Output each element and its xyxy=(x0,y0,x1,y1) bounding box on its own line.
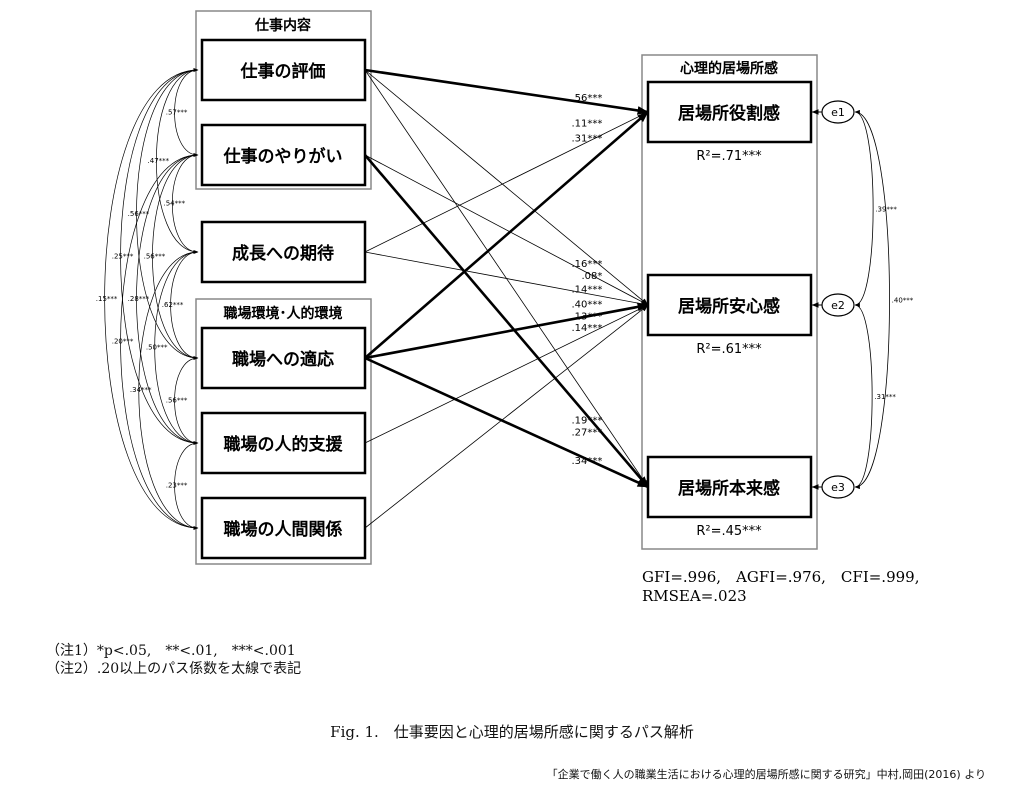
error-covariance-coefficient: .40*** xyxy=(892,297,914,305)
predictor-box-evaluation: 仕事の評価 xyxy=(200,38,367,102)
predictor-label: 職場の人間関係 xyxy=(224,519,343,540)
path-arrow xyxy=(364,154,649,488)
svg-text:e2: e2 xyxy=(831,299,845,312)
correlation-coefficient: .56*** xyxy=(144,253,166,261)
correlation-arc xyxy=(120,153,199,530)
path-coefficient: .14*** xyxy=(571,285,602,296)
svg-text:e3: e3 xyxy=(831,481,845,494)
path-coefficient: .56*** xyxy=(571,93,602,104)
note-significance: （注1）*p<.05, **<.01, ***<.001 xyxy=(46,643,296,659)
correlation-coefficient: .23*** xyxy=(166,482,188,490)
correlation-coefficient: .47*** xyxy=(148,157,170,165)
path-coefficient: .34*** xyxy=(571,456,602,467)
error-covariance-arc xyxy=(854,110,874,307)
correlation-arc xyxy=(120,68,199,445)
correlation-coefficient: .20*** xyxy=(112,338,134,346)
path-arrow xyxy=(364,111,649,359)
path-coefficient: .19*** xyxy=(571,416,602,427)
outcome-box-security: 居場所安心感 xyxy=(646,273,813,337)
outcome-label: 居場所安心感 xyxy=(678,296,780,317)
predictor-box-adaptation: 職場への適応 xyxy=(200,326,367,390)
path-arrow xyxy=(364,69,649,306)
correlation-coefficient: .56*** xyxy=(128,210,150,218)
error-term-e2: e2 xyxy=(821,293,855,317)
predictor-box-relations: 職場の人間関係 xyxy=(200,496,367,560)
correlation-coefficient: .57*** xyxy=(166,109,188,117)
correlation-coefficient: .54*** xyxy=(163,200,185,208)
figure-caption: Fig. 1. 仕事要因と心理的居場所感に関するパス解析 xyxy=(330,723,694,741)
path-arrow xyxy=(364,356,649,489)
r-squared-authenticity: R²=.45*** xyxy=(696,524,762,539)
path-arrow xyxy=(364,111,649,253)
path-arrow xyxy=(364,154,649,306)
path-coefficient: .16*** xyxy=(571,259,602,270)
predictor-box-growth: 成長への期待 xyxy=(200,220,367,284)
path-coefficient: .08* xyxy=(581,271,602,282)
correlation-coefficient: .25*** xyxy=(112,253,134,261)
fit-indices-line1: GFI=.996, AGFI=.976, CFI=.999, xyxy=(642,568,919,586)
error-term-e1: e1 xyxy=(821,100,855,124)
error-covariance-arc xyxy=(854,303,873,489)
fit-indices-line2: RMSEA=.023 xyxy=(642,587,747,605)
error-covariance-coefficient: .39*** xyxy=(875,206,897,214)
correlation-coefficient: .50*** xyxy=(146,344,168,352)
correlation-coefficient: .15*** xyxy=(96,295,118,303)
predictor-box-worthwhile: 仕事のやりがい xyxy=(200,123,367,187)
predictor-label: 成長への期待 xyxy=(232,243,334,264)
predictor-label: 職場の人的支援 xyxy=(224,434,344,455)
path-diagram: 仕事内容 職場環境･人的環境 心理的居場所感 .56*** .16*** .19**… xyxy=(96,10,919,605)
correlation-arc xyxy=(104,68,199,530)
predictor-label: 仕事のやりがい xyxy=(223,146,343,167)
path-coefficient: .13*** xyxy=(571,311,602,322)
correlation-coefficient: .62*** xyxy=(162,301,184,309)
source-citation: 「企業で働く人の職業生活における心理的居場所感に関する研究」中村,岡田(2016… xyxy=(546,768,986,781)
correlation-coefficient: .34*** xyxy=(130,386,152,394)
error-covariance-arc xyxy=(854,110,890,489)
correlation-arc xyxy=(136,153,199,445)
outcome-box-authenticity: 居場所本来感 xyxy=(646,455,813,519)
r-squared-role: R²=.71*** xyxy=(696,149,762,164)
correlation-arc xyxy=(136,68,199,360)
path-coefficient: .31*** xyxy=(571,133,602,144)
path-coefficient: .14*** xyxy=(571,323,602,334)
path-arrow xyxy=(364,304,649,529)
group-title-belonging: 心理的居場所感 xyxy=(680,60,778,77)
path-coefficient: .27*** xyxy=(571,428,602,439)
correlation-coefficient: .56*** xyxy=(166,397,188,405)
r-squared-security: R²=.61*** xyxy=(696,342,762,357)
group-title-workplace-env: 職場環境･人的環境 xyxy=(224,305,343,322)
predictor-label: 職場への適応 xyxy=(232,349,334,370)
path-coefficient: .40*** xyxy=(571,299,602,310)
note-bold-lines: （注2）.20以上のパス係数を太線で表記 xyxy=(46,661,302,677)
correlation-coefficient: .28*** xyxy=(128,295,150,303)
svg-text:e1: e1 xyxy=(831,106,845,119)
path-arrow xyxy=(364,251,649,307)
outcome-label: 居場所役割感 xyxy=(678,103,780,124)
predictor-box-support: 職場の人的支援 xyxy=(200,411,367,475)
outcome-box-role: 居場所役割感 xyxy=(646,80,813,144)
path-arrow xyxy=(364,68,649,115)
path-arrow xyxy=(364,304,649,444)
path-coefficient: .11*** xyxy=(571,119,602,130)
path-arrow xyxy=(364,302,649,360)
outcome-label: 居場所本来感 xyxy=(678,478,780,499)
error-term-e3: e3 xyxy=(821,475,855,499)
group-title-job-content: 仕事内容 xyxy=(254,17,311,34)
predictor-label: 仕事の評価 xyxy=(240,61,326,82)
